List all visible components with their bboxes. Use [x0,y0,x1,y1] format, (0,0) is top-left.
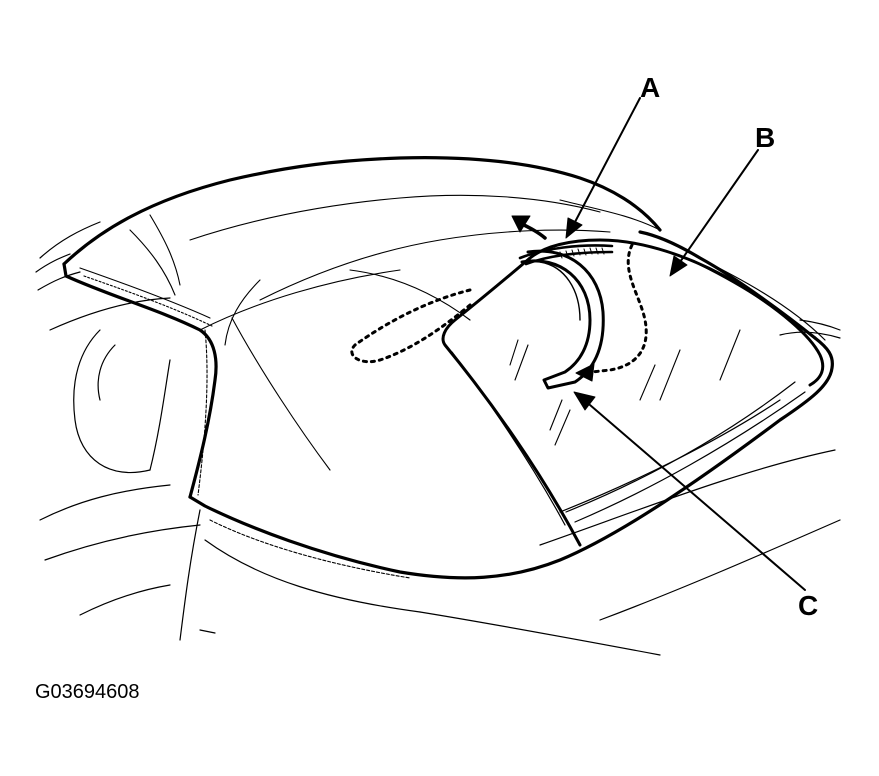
glass-reflections [509,329,741,446]
figure-code: G03694608 [35,681,140,703]
callout-label-c: C [798,590,819,621]
car-body-outline [35,221,841,656]
dotted-removal-paths [350,243,648,374]
dotted-path-arrowhead [575,363,595,382]
rear-window-frame [441,238,826,547]
pull-direction-arrow [511,215,547,240]
leader-line-c [573,391,806,591]
leader-line-b [669,149,759,277]
peeled-flap [520,249,605,390]
leader-line-a [565,97,641,239]
callout-label-b: B [755,122,776,153]
top-seams [79,194,661,579]
callout-label-a: A [640,72,661,103]
